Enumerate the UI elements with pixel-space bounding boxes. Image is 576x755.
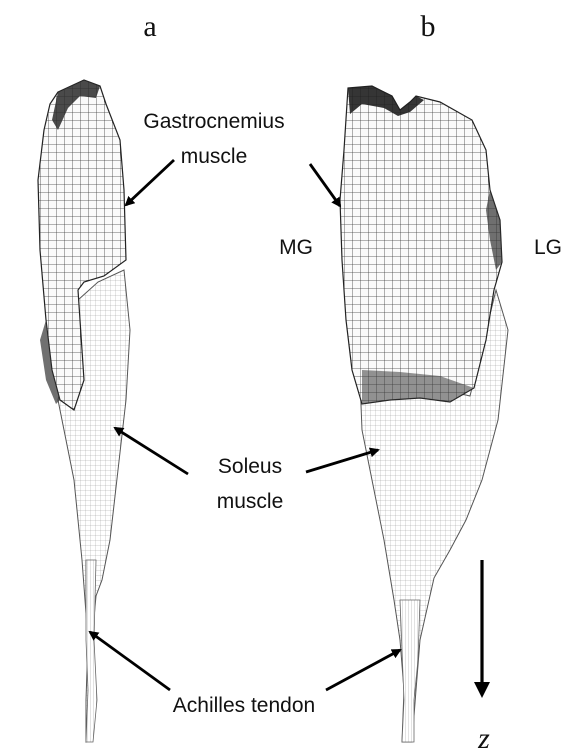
z-axis-label: z — [477, 722, 490, 755]
arrow-achilles-a — [90, 632, 170, 690]
soleus-label-line2: muscle — [217, 490, 284, 513]
panel-label-b: b — [421, 10, 436, 43]
arrow-soleus-a — [115, 428, 188, 474]
soleus-label-line1: Soleus — [218, 455, 282, 478]
panel-a-model — [38, 80, 130, 742]
arrow-achilles-b — [326, 650, 400, 690]
panel-a-achilles-mesh — [86, 560, 97, 742]
lg-label: LG — [534, 236, 562, 259]
gastrocnemius-label-line1: Gastrocnemius — [143, 110, 284, 133]
arrow-gastrocnemius-b — [310, 164, 340, 206]
arrow-gastrocnemius-a — [126, 160, 174, 205]
panel-b-gastrocnemius-mesh — [340, 86, 502, 404]
achilles-label: Achilles tendon — [173, 694, 315, 717]
panel-label-a: a — [143, 10, 156, 43]
panel-b-achilles-mesh — [400, 600, 420, 742]
gastrocnemius-label-line2: muscle — [181, 145, 248, 168]
arrow-soleus-b — [306, 450, 378, 472]
mg-label: MG — [279, 236, 313, 259]
